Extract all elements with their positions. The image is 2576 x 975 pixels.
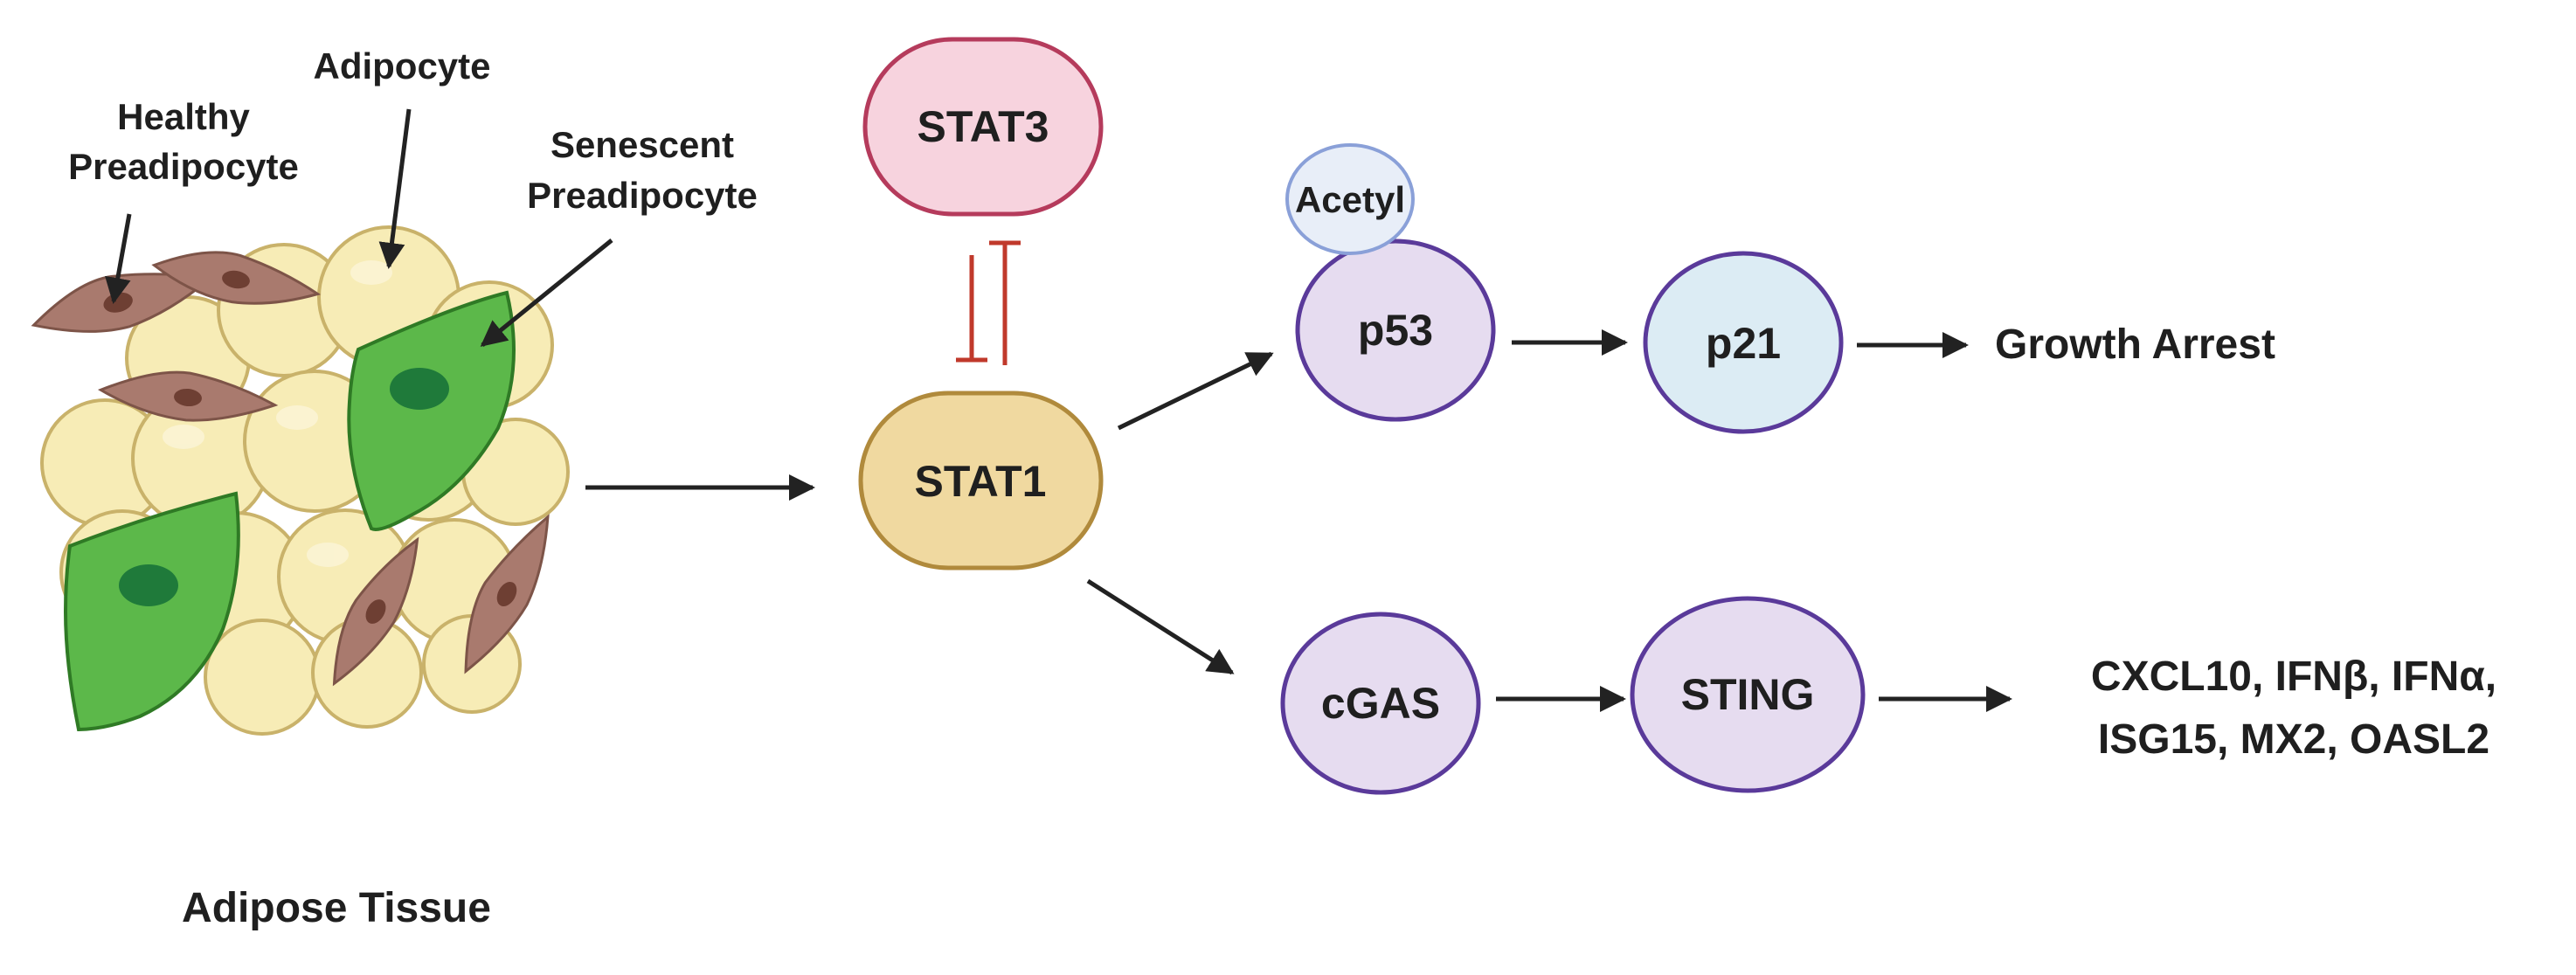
stat1-label: STAT1 (915, 457, 1047, 506)
senescent-nucleus (119, 564, 178, 606)
cgas-node: cGAS (1280, 612, 1481, 795)
stat3-shape (862, 37, 1104, 217)
mutual-inhibition (956, 240, 1021, 365)
adipocyte-cell (204, 619, 321, 736)
p53-node: p53 (1295, 239, 1496, 422)
interferon-genes-line1: CXCL10, IFNβ, IFNα, (2091, 653, 2496, 700)
p53-shape (1295, 239, 1496, 422)
sting-label: STING (1681, 670, 1815, 719)
healthy-preadipocyte-cell (464, 514, 550, 674)
senescent-preadipocyte-cell (347, 290, 516, 531)
stat1-to-p53-arrow (1117, 351, 1274, 431)
senescent-label-line1: Senescent (551, 124, 734, 165)
senescent-preadipocyte-cell (63, 491, 240, 732)
stat1-node: STAT1 (858, 391, 1104, 570)
stat1-to-cgas-arrow (1086, 578, 1235, 675)
cgas-label: cGAS (1321, 679, 1440, 728)
senescent-nucleus (390, 368, 449, 410)
sting-shape (1630, 596, 1866, 793)
p21-node: p21 (1643, 251, 1844, 434)
healthy-label-line1: Healthy (117, 96, 250, 137)
healthy-pointer-arrow (105, 213, 132, 304)
stat3-label: STAT3 (918, 102, 1049, 151)
senescent-label-line2: Preadipocyte (527, 175, 758, 216)
senescent-preadipocyte-cells (63, 290, 516, 732)
label-pointers (105, 108, 613, 347)
healthy-label-line2: Preadipocyte (68, 146, 299, 187)
growth-arrest-label: Growth Arrest (1995, 322, 2275, 368)
interferon-genes-line2: ISG15, MX2, OASL2 (2098, 716, 2489, 763)
healthy-preadipocyte-cell (332, 536, 419, 687)
adipocyte-pointer-arrow (378, 108, 412, 269)
p21-label: p21 (1706, 319, 1781, 368)
adipocyte-label: Adipocyte (313, 45, 490, 86)
sting-node: STING (1630, 596, 1866, 793)
cgas-shape (1280, 612, 1481, 795)
adipose-tissue-label: Adipose Tissue (182, 885, 491, 931)
healthy-preadipocyte-cell (151, 251, 322, 305)
tissue-labels: Healthy Preadipocyte Adipocyte Senescent… (68, 45, 758, 931)
acetyl-label: Acetyl (1295, 179, 1405, 220)
p21-shape (1643, 251, 1844, 434)
healthy-preadipocyte-cell (97, 370, 279, 422)
acetyl-modification: Acetyl (1285, 143, 1415, 255)
stat1-shape (858, 391, 1104, 570)
p53-label: p53 (1358, 306, 1433, 355)
acetyl-shape (1285, 143, 1415, 255)
adipose-tissue-illustration (31, 225, 570, 736)
stat3-node: STAT3 (862, 37, 1104, 217)
senescent-pointer-arrow (480, 239, 613, 347)
